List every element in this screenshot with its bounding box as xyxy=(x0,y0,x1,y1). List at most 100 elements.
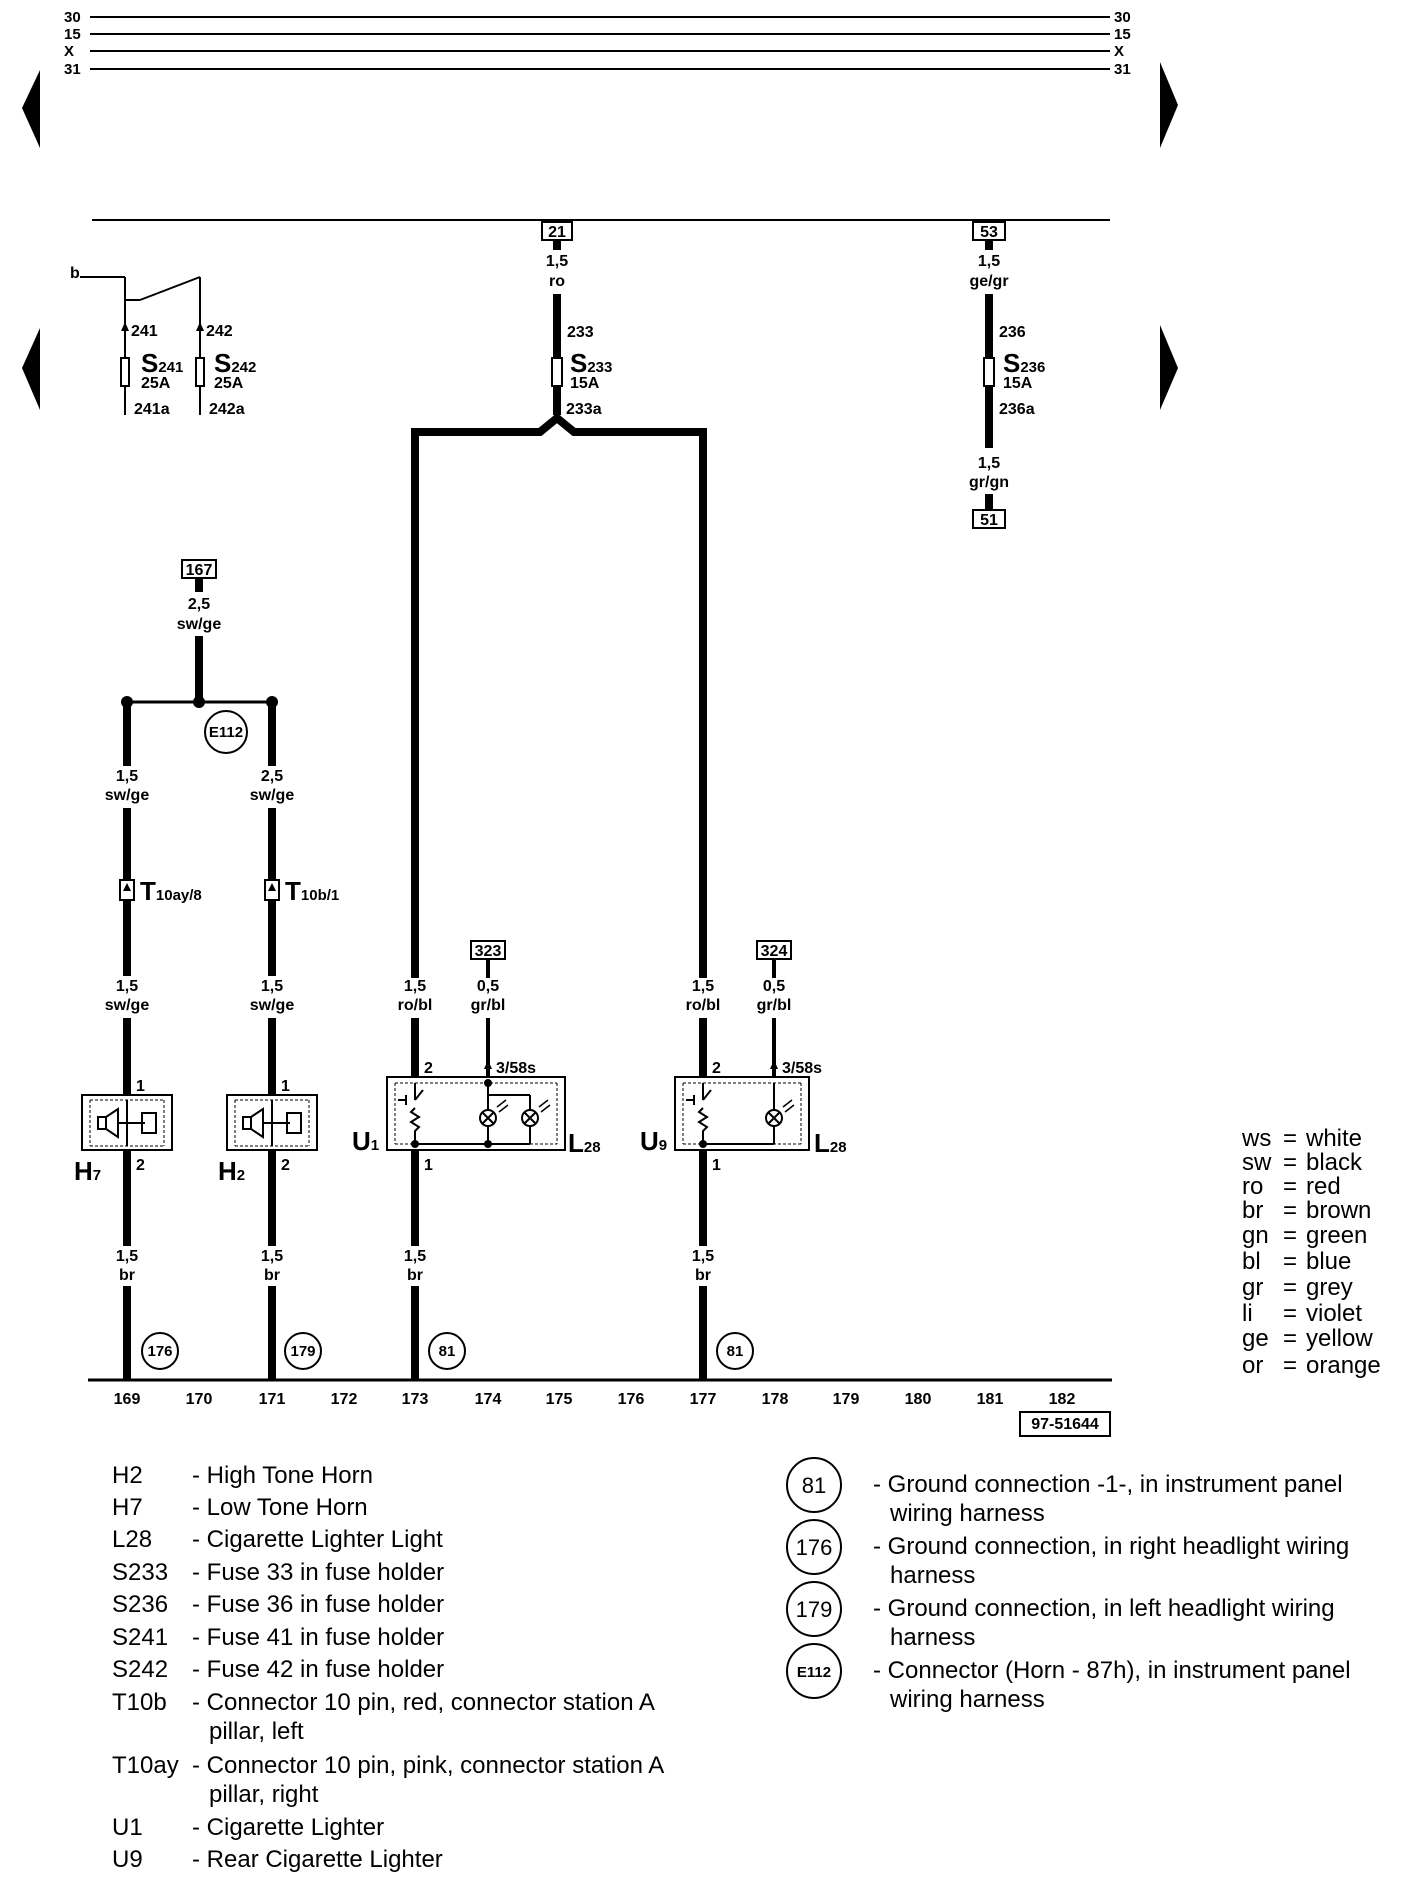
h2-label: H2 xyxy=(218,1156,245,1186)
wire-size-h7-mid: 1,5 xyxy=(116,978,138,995)
label-bg xyxy=(748,978,800,1018)
u1-pin-2: 2 xyxy=(424,1060,433,1077)
ground-legend-symbol xyxy=(786,1581,842,1637)
terminal-51-box xyxy=(972,509,1006,529)
legend-code: S242 xyxy=(112,1656,168,1683)
wire-color-u1-bottom: br xyxy=(407,1267,423,1284)
ground-legend-desc-cont: wiring harness xyxy=(889,1500,1045,1527)
s241-label: S241 xyxy=(141,348,183,378)
legend-desc: - Cigarette Lighter xyxy=(192,1814,384,1841)
s241-in-pin: 241 xyxy=(131,323,158,340)
ground-legend-symbol xyxy=(786,1643,842,1699)
label-bg xyxy=(102,1246,152,1286)
wire-color-h2-bottom: br xyxy=(264,1267,280,1284)
legend-desc: - Fuse 42 in fuse holder xyxy=(192,1656,444,1683)
label-bg xyxy=(102,976,152,1018)
u9-label: U9 xyxy=(640,1126,667,1156)
color-eq: = xyxy=(1283,1197,1297,1224)
ground-legend-desc: - Connector (Horn - 87h), in instrument … xyxy=(873,1657,1351,1684)
pin-arrow-icon xyxy=(121,322,129,331)
terminal-323: 323 xyxy=(475,943,502,960)
label-bg xyxy=(102,766,152,808)
s233-rating: 15A xyxy=(570,375,600,392)
color-name: orange xyxy=(1306,1352,1381,1379)
pin-arrow-icon xyxy=(770,1060,778,1069)
fuse-s233-icon xyxy=(551,357,563,387)
track-number: 169 xyxy=(114,1391,141,1408)
pin-arrow-icon xyxy=(553,322,561,331)
ground-176-symbol xyxy=(141,1332,179,1370)
legend-code: U1 xyxy=(112,1814,143,1841)
s242-in-pin: 242 xyxy=(206,323,233,340)
wire-size-21: 1,5 xyxy=(546,253,568,270)
u1-label: U1 xyxy=(352,1126,379,1156)
wire-color-u9: ro/bl xyxy=(686,997,721,1014)
u1-pin-light: 3/58s xyxy=(496,1060,536,1077)
pin-arrow-icon xyxy=(268,883,276,891)
wire-color-53: ge/gr xyxy=(969,273,1008,290)
ground-179-symbol xyxy=(284,1332,322,1370)
continue-right-arrow-icon-2 xyxy=(1160,325,1178,410)
s233-out-pin: 233a xyxy=(566,401,602,418)
color-key: ws = white sw = black ro = red br = brow… xyxy=(1241,1125,1381,1379)
rail-label-31-right: 31 xyxy=(1114,61,1131,78)
terminal-167: 167 xyxy=(186,562,213,579)
terminal-53: 53 xyxy=(980,224,998,241)
color-eq: = xyxy=(1283,1352,1297,1379)
continue-left-arrow-icon-2 xyxy=(22,328,40,410)
fuse-s236-icon xyxy=(983,357,995,387)
color-name: brown xyxy=(1306,1197,1371,1224)
wire-color-324: gr/bl xyxy=(757,997,792,1014)
s236-out-pin: 236a xyxy=(999,401,1035,418)
label-bg xyxy=(390,1246,440,1286)
pin-arrow-icon xyxy=(411,1060,419,1069)
wire-size-167: 2,5 xyxy=(188,596,210,613)
t10ay-label: T10ay/8 xyxy=(140,876,202,906)
track-number: 182 xyxy=(1049,1391,1076,1408)
h7-label: H7 xyxy=(74,1156,101,1186)
wire-size-324: 0,5 xyxy=(763,978,785,995)
color-eq: = xyxy=(1283,1222,1297,1249)
u9-pin-light: 3/58s xyxy=(782,1060,822,1077)
color-eq: = xyxy=(1283,1274,1297,1301)
wire-color-51: gr/gn xyxy=(969,474,1009,491)
legend-desc: - Low Tone Horn xyxy=(192,1494,368,1521)
legend-code: H7 xyxy=(112,1494,143,1521)
power-rails xyxy=(90,16,1110,70)
pin-arrow-icon xyxy=(985,322,993,331)
wire-size-h2-top: 2,5 xyxy=(261,768,283,785)
s242-label: S242 xyxy=(214,348,256,378)
horn-h7-icon xyxy=(81,1094,173,1151)
u1-pin-1: 1 xyxy=(424,1157,433,1174)
diagram-number: 97-51644 xyxy=(1031,1416,1099,1433)
ground-legend-desc: - Ground connection -1-, in instrument p… xyxy=(873,1471,1343,1498)
label-bg xyxy=(390,978,440,1018)
legend-desc: - Fuse 33 in fuse holder xyxy=(192,1559,444,1586)
legend-code: S241 xyxy=(112,1624,168,1651)
legend-desc-cont: pillar, left xyxy=(209,1718,304,1745)
color-eq: = xyxy=(1283,1149,1297,1176)
wire-color-h7-top: sw/ge xyxy=(105,787,150,804)
pin-arrow-icon xyxy=(699,1060,707,1069)
track-number: 180 xyxy=(905,1391,932,1408)
pin-arrow-icon xyxy=(268,1077,276,1086)
track-number: 178 xyxy=(762,1391,789,1408)
wire-size-h2-bottom: 1,5 xyxy=(261,1248,283,1265)
color-name: violet xyxy=(1306,1300,1362,1327)
component-legend: H2 - High Tone Horn H7 - Low Tone Horn L… xyxy=(112,1462,664,1873)
cigarette-lighter-u1-icon xyxy=(386,1076,566,1151)
color-name: green xyxy=(1306,1222,1367,1249)
wire-size-u9: 1,5 xyxy=(692,978,714,995)
color-code: ro xyxy=(1242,1173,1263,1200)
rail-labels-right: 30 15 X 31 xyxy=(1114,9,1131,78)
label-bg xyxy=(678,978,728,1018)
color-eq: = xyxy=(1283,1248,1297,1275)
label-bg xyxy=(678,1246,728,1286)
ground-81-a: 81 xyxy=(439,1343,456,1360)
wire-color-323: gr/bl xyxy=(471,997,506,1014)
track-number: 171 xyxy=(259,1391,286,1408)
splice-dot xyxy=(193,696,205,708)
ground-legend: 81 - Ground connection -1-, in instrumen… xyxy=(786,1457,1351,1713)
color-code: sw xyxy=(1242,1149,1272,1176)
